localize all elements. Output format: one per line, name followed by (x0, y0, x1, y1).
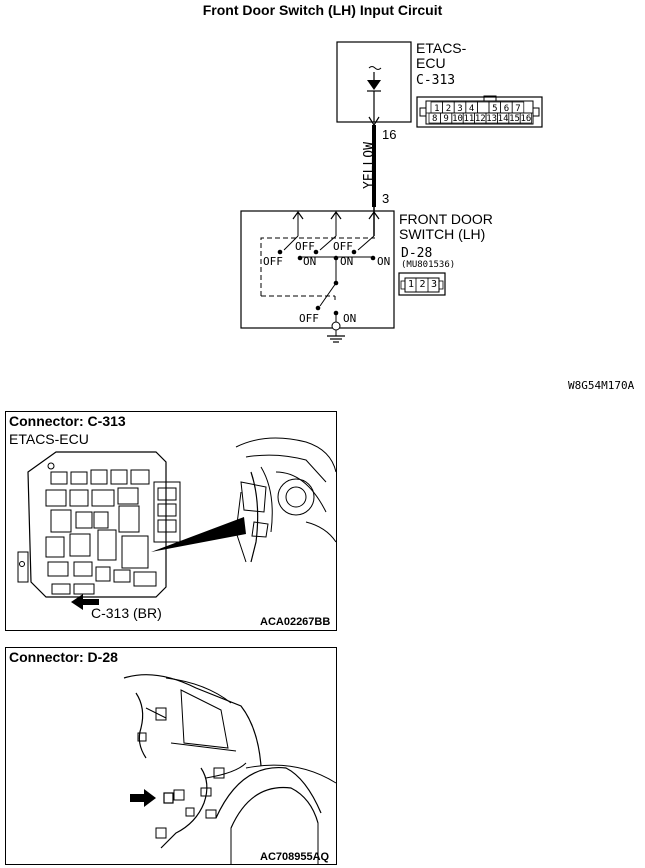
c313-row1-pin-label: 7 (515, 104, 520, 114)
wire-color-label: YELLOW (362, 142, 377, 189)
c313-row2-pin-label: 14 (498, 114, 509, 124)
switch-name-line1: FRONT DOOR (399, 211, 493, 227)
state-label-off-b: OFF (333, 240, 353, 253)
callout-arrow-icon (71, 594, 99, 610)
state-label-on-bottom: ON (343, 312, 357, 325)
ecu-name-line2: ECU (416, 55, 446, 71)
switch-box (240, 210, 395, 329)
c313-row1-pin-label: 2 (446, 104, 451, 114)
c313-row2-pin-label: 11 (463, 114, 474, 124)
panel2-title: Connector: D-28 (9, 649, 118, 665)
diode-icon (367, 80, 381, 90)
switch-top-terminals (292, 207, 380, 236)
d28-pin-3: 3 (430, 279, 438, 290)
state-label-off-a: OFF (295, 240, 315, 253)
d28-pin-2: 2 (419, 279, 426, 290)
door-harness-illustration (123, 674, 337, 864)
c313-row1-pin-label: 5 (492, 104, 497, 114)
mechanical-link-dashed (260, 237, 375, 296)
c313-row1-pin-label: 3 (457, 104, 462, 114)
panel1-subtitle: ETACS-ECU (9, 431, 89, 447)
c313-row1-pin-label: 1 (434, 104, 439, 114)
d28-connector-icon (398, 272, 446, 296)
pin-number-bottom: 3 (382, 191, 390, 206)
state-label-off-left: OFF (263, 255, 283, 268)
state-label-on-right: ON (377, 255, 391, 268)
d28-pin-1: 1 (407, 279, 415, 290)
state-label-off-bottom: OFF (299, 312, 319, 325)
switch-contacts (297, 255, 376, 328)
c313-row2-pin-label: 9 (443, 114, 448, 124)
pin-number-top: 16 (382, 127, 397, 142)
ground-icon (327, 321, 345, 343)
switch-levers (277, 235, 375, 255)
diagram-code: W8G54M170A (568, 379, 635, 392)
state-label-on-a: ON (303, 255, 317, 268)
diagram-title: Front Door Switch (LH) Input Circuit (202, 2, 443, 18)
state-label-on-b: ON (340, 255, 354, 268)
c313-row1-cell (477, 101, 490, 114)
c313-row2-pin-label: 13 (486, 114, 497, 124)
c313-row2-pin-label: 8 (432, 114, 437, 124)
ecu-name-line1: ETACS- (416, 40, 467, 56)
etacs-ecu-illustration (17, 437, 337, 598)
ecu-internal-symbol (368, 66, 382, 70)
c313-row2-pin-label: 10 (452, 114, 463, 124)
panel-connector-d28: Connector: D-28 AC708955AQ (5, 647, 337, 865)
panel1-title: Connector: C-313 (9, 413, 126, 429)
ecu-connector-label: C-313 (416, 73, 456, 88)
c313-row2-pin-label: 15 (509, 114, 520, 124)
panel-connector-c313: Connector: C-313 ETACS-ECU (5, 411, 337, 631)
c313-row1-pin-label: 4 (469, 104, 474, 114)
c313-row2-cell (519, 112, 532, 124)
c313-row1-pin-label: 6 (504, 104, 509, 114)
c313-row2-pin-label: 16 (520, 114, 531, 124)
panel1-code: ACA02267BB (260, 616, 331, 628)
panel2-code: AC708955AQ (260, 851, 330, 863)
switch-name-line2: SWITCH (LH) (399, 226, 486, 242)
panel1-callout-label: C-313 (BR) (91, 605, 162, 621)
switch-part-number: (MU801536) (401, 260, 456, 270)
c313-row2-pin-label: 12 (475, 114, 486, 124)
switch-connector-label: D-28 (401, 246, 433, 261)
